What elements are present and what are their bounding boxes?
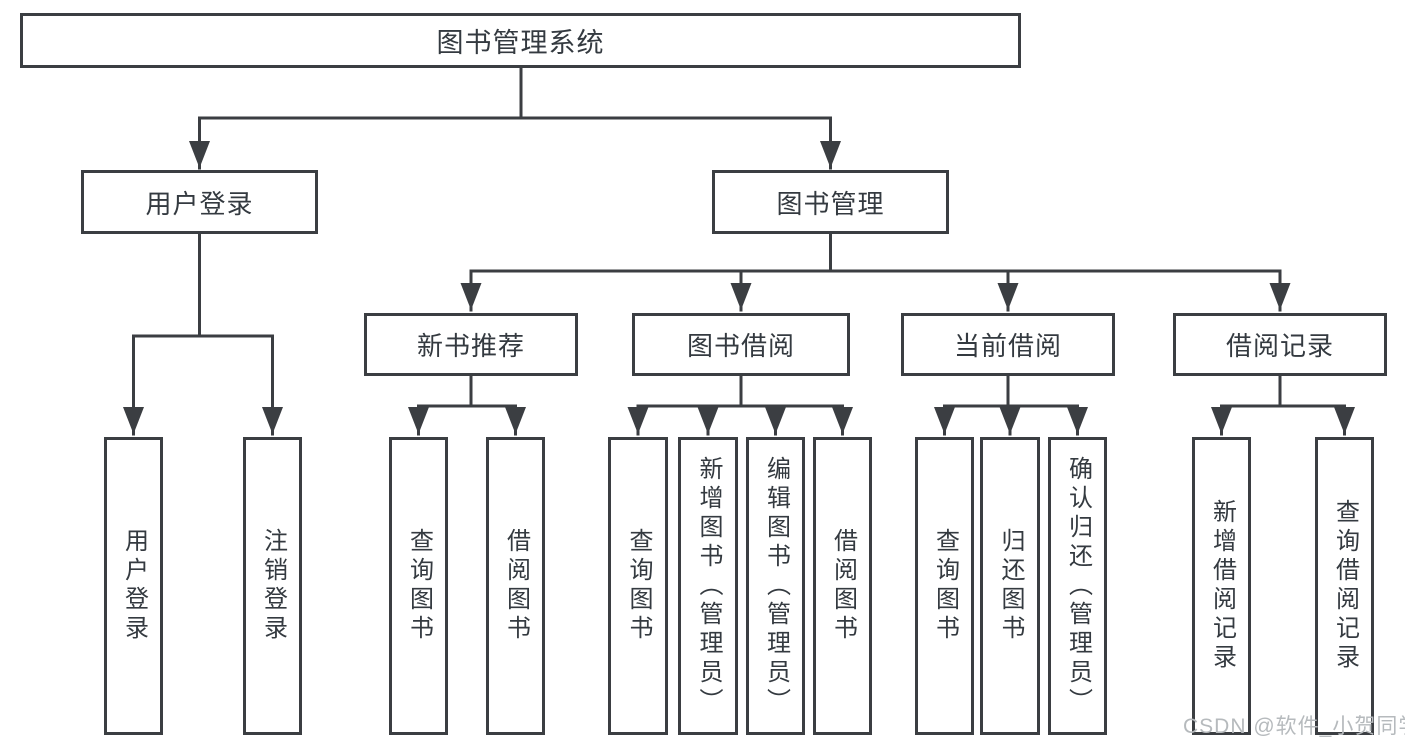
node-label: 用户登录 xyxy=(145,188,254,219)
leaf-bb-query-books: 查询图书 xyxy=(608,437,668,735)
node-label: 图书管理 xyxy=(776,188,885,219)
leaf-label: 查询借阅记录 xyxy=(1331,499,1359,673)
node-borrow-records: 借阅记录 xyxy=(1173,313,1387,376)
connector-user-login-split xyxy=(123,232,283,436)
leaf-label: 借阅图书 xyxy=(502,528,530,644)
leaf-br-query-record: 查询借阅记录 xyxy=(1315,437,1374,735)
leaf-label: 编辑图书（管理员） xyxy=(762,455,790,717)
node-label: 图书借阅 xyxy=(686,331,795,361)
node-label: 新书推荐 xyxy=(416,331,525,361)
leaf-label: 归还图书 xyxy=(997,528,1024,644)
leaf-user-login: 用户登录 xyxy=(104,437,163,735)
leaf-logout: 注销登录 xyxy=(243,437,302,735)
leaf-label: 新增图书（管理员） xyxy=(695,455,722,717)
leaf-bb-edit-book-admin: 编辑图书（管理员） xyxy=(746,437,805,735)
connector-book-management-split xyxy=(460,232,1291,312)
node-current-borrow: 当前借阅 xyxy=(901,313,1115,376)
connector-new-book-recommend-split xyxy=(408,374,526,436)
csdn-watermark: CSDN @软件_小贺同学 xyxy=(1183,715,1405,738)
node-label: 借阅记录 xyxy=(1225,331,1334,361)
node-root-library-management-system: 图书管理系统 xyxy=(20,13,1021,68)
leaf-label: 查询图书 xyxy=(931,528,959,644)
leaf-bb-borrow-books: 借阅图书 xyxy=(813,437,872,735)
leaf-label: 新增借阅记录 xyxy=(1208,499,1236,673)
connector-current-borrow-split xyxy=(934,374,1088,436)
leaf-label: 确认归还（管理员） xyxy=(1064,455,1092,717)
connector-root-split xyxy=(189,66,841,170)
leaf-bb-add-book-admin: 新增图书（管理员） xyxy=(678,437,738,735)
leaf-cb-confirm-return-admin: 确认归还（管理员） xyxy=(1048,437,1107,735)
leaf-br-add-record: 新增借阅记录 xyxy=(1192,437,1251,735)
leaf-nbr-query-books: 查询图书 xyxy=(389,437,448,735)
node-book-borrow: 图书借阅 xyxy=(632,313,850,376)
node-book-management: 图书管理 xyxy=(712,170,949,234)
leaf-cb-query-books: 查询图书 xyxy=(915,437,974,735)
leaf-cb-return-books: 归还图书 xyxy=(980,437,1040,735)
connector-borrow-records-split xyxy=(1211,374,1355,436)
leaf-label: 用户登录 xyxy=(120,528,148,644)
leaf-label: 查询图书 xyxy=(405,528,433,644)
node-label: 图书管理系统 xyxy=(436,28,605,58)
leaf-nbr-borrow-books: 借阅图书 xyxy=(486,437,545,735)
connector-book-borrow-split xyxy=(627,374,853,436)
node-user-login: 用户登录 xyxy=(81,170,318,234)
leaf-label: 查询图书 xyxy=(625,528,652,644)
node-label: 当前借阅 xyxy=(953,331,1062,361)
leaf-label: 借阅图书 xyxy=(829,528,857,644)
leaf-label: 注销登录 xyxy=(259,528,287,644)
node-new-book-recommend: 新书推荐 xyxy=(364,313,578,376)
